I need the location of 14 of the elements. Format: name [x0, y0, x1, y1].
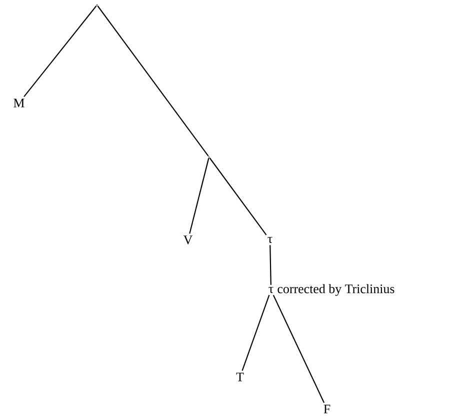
manuscript-label: V: [183, 236, 193, 244]
stemma-line: [189, 158, 210, 234]
manuscript-label: τ: [268, 286, 274, 294]
stemma-line: [272, 294, 325, 403]
stemma-line: [270, 245, 272, 285]
manuscript-label: F: [324, 404, 330, 414]
manuscript-label: τ: [268, 236, 272, 244]
stemma-line: [24, 6, 97, 98]
manuscript-label: T: [236, 372, 244, 382]
stemma-line: [242, 294, 270, 371]
beside-note: corrected by Triclinius: [278, 284, 394, 296]
stemma-line: [209, 158, 267, 236]
manuscript-label: M: [14, 98, 24, 108]
stemma-line: [97, 6, 209, 156]
